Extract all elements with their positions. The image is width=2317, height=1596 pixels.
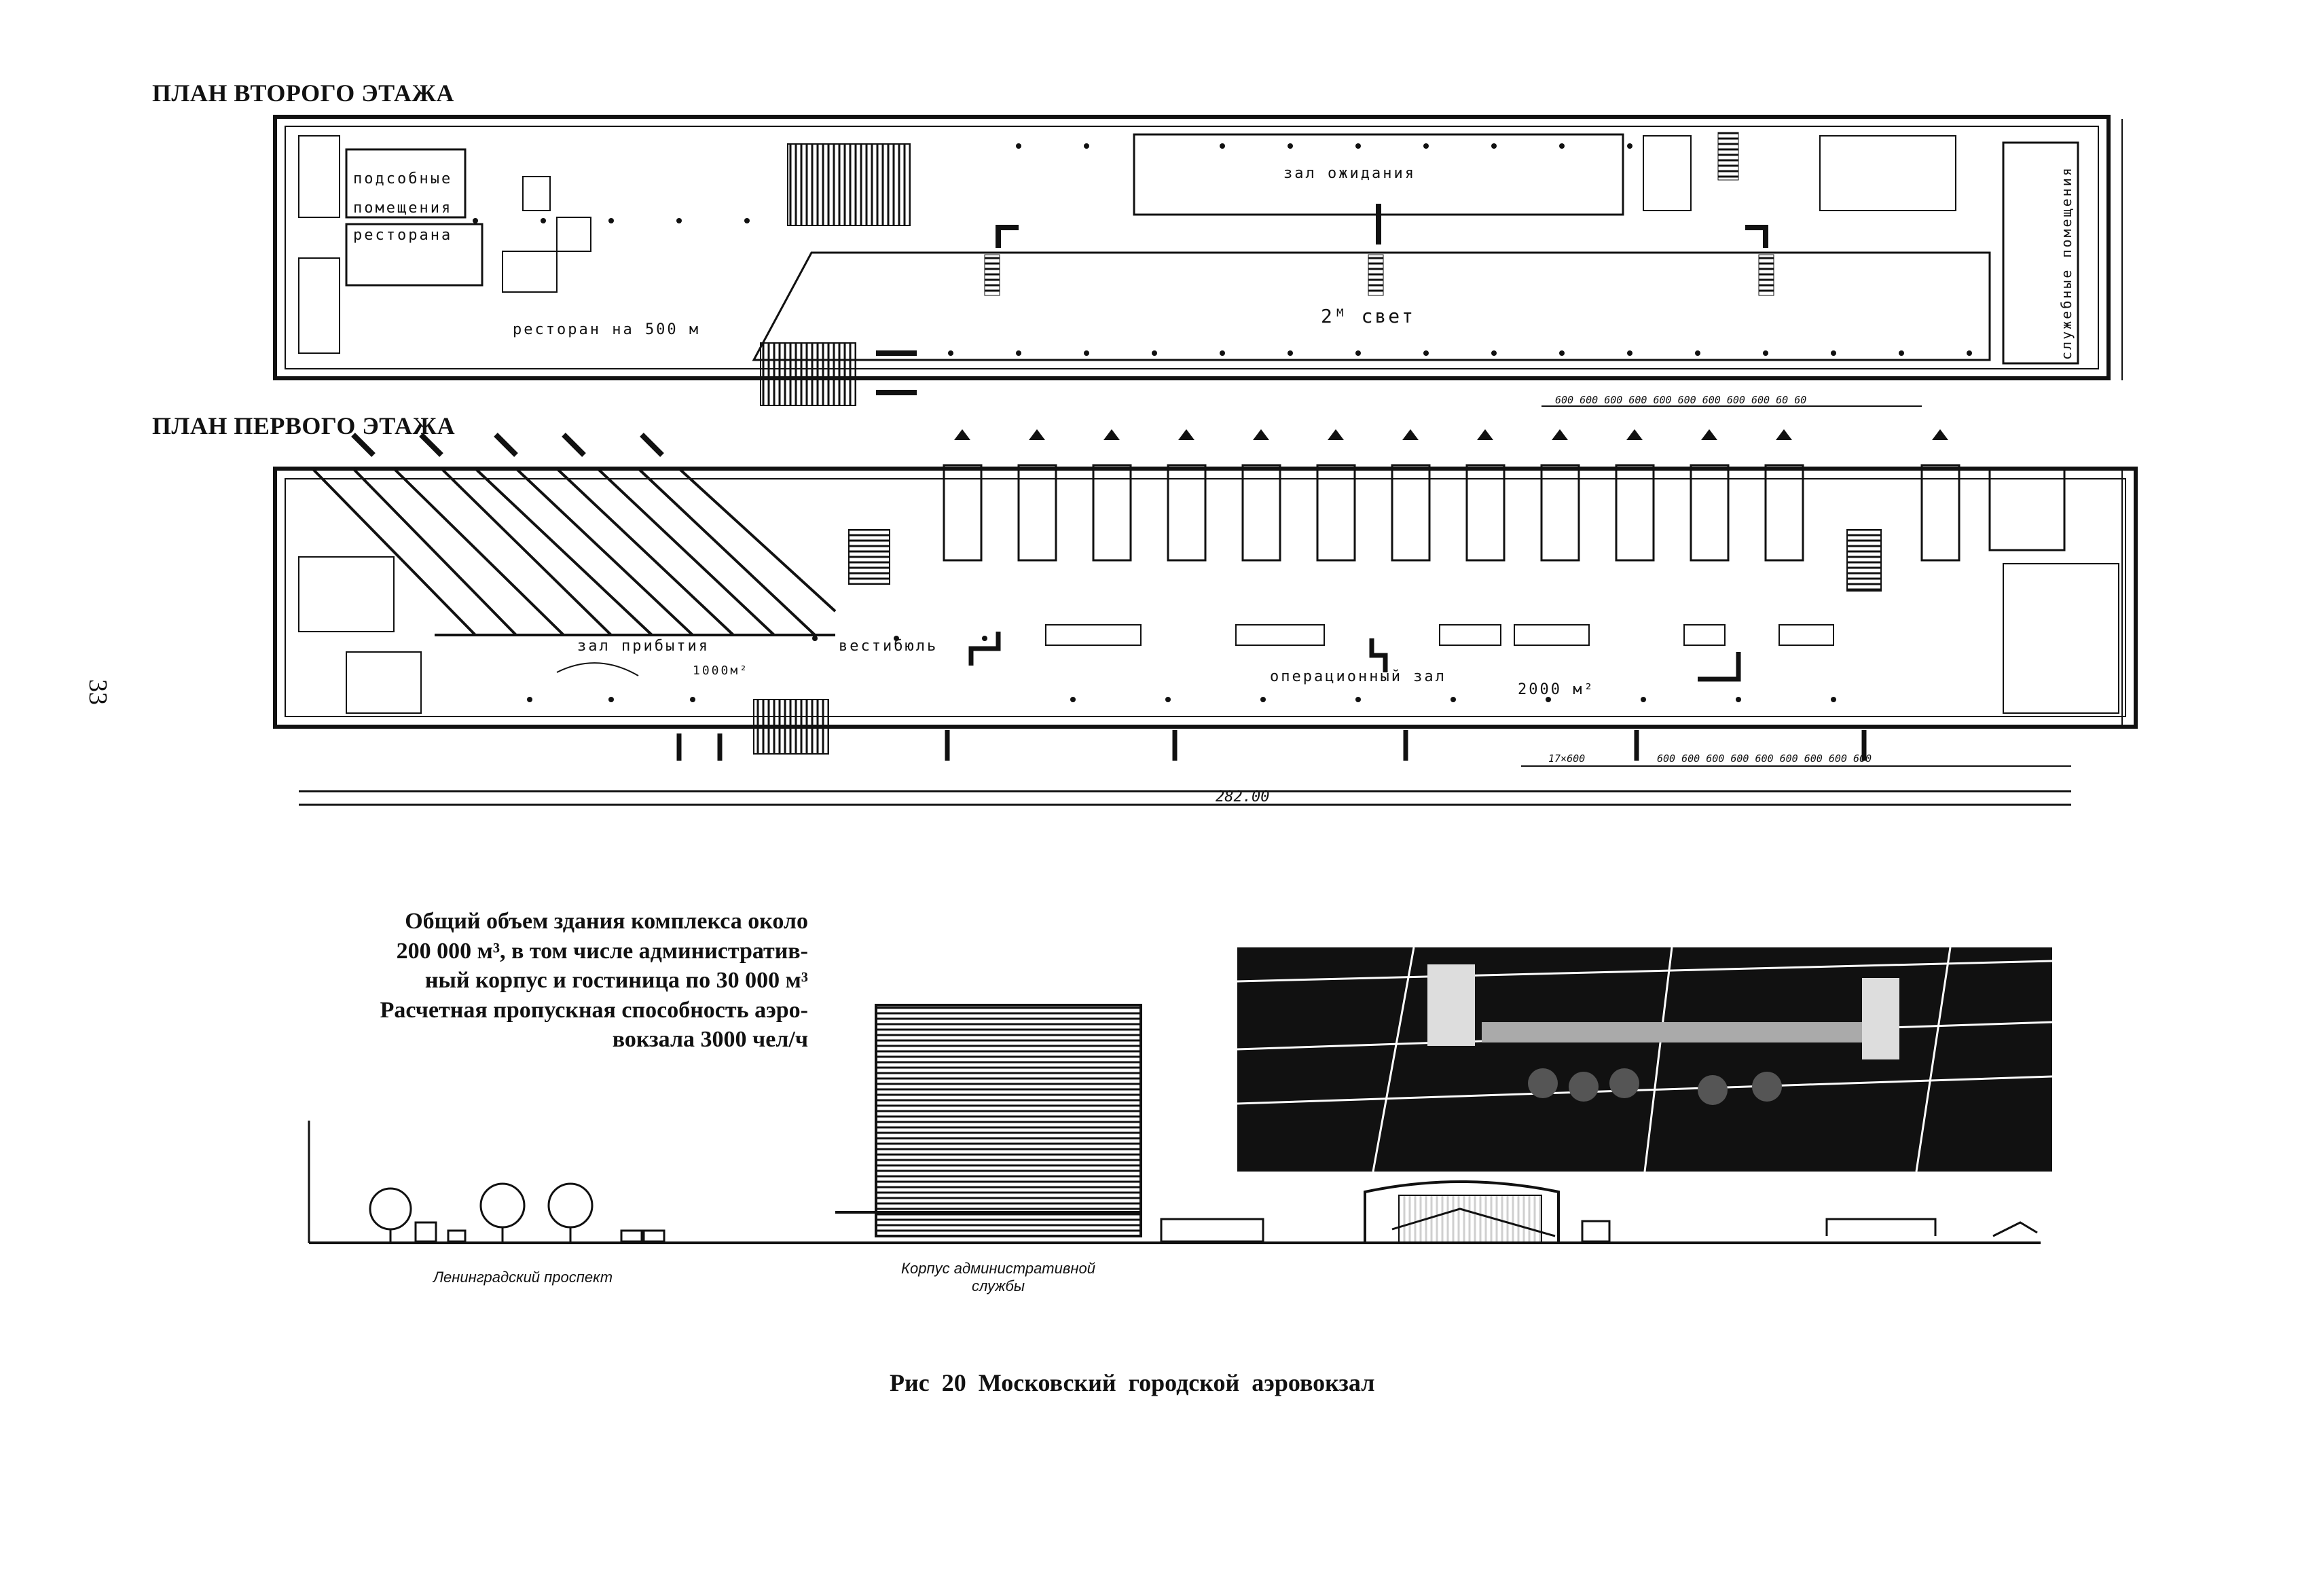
second-floor-heading: ПЛАН ВТОРОГО ЭТАЖА — [152, 79, 454, 107]
service-rooms-label-1: подсобные — [353, 170, 452, 187]
second-floor-plan — [273, 115, 2111, 406]
admin-building-label: Корпус административной службы — [856, 1260, 1141, 1295]
restaurant-500-label: ресторан на 500 м — [513, 321, 700, 338]
summary-line-2: 200 000 м³, в том числе административ- — [396, 938, 808, 964]
aerial-photo — [1237, 947, 2052, 1172]
service-rooms-label-2: помещения — [353, 200, 452, 217]
summary-line-5: вокзала 3000 чел/ч — [612, 1027, 808, 1053]
operations-hall-label: операционный зал — [1270, 668, 1446, 685]
first-floor-plan — [273, 429, 2138, 761]
dimension-bottom-left: 17×600 — [1548, 752, 1585, 765]
summary-text: Общий объем здания комплекса около 200 0… — [319, 907, 808, 1055]
first-floor-heading: ПЛАН ПЕРВОГО ЭТАЖА — [152, 412, 456, 439]
dimension-bottom-right: 600 600 600 600 600 600 600 600 600 — [1657, 752, 1872, 765]
site-section — [308, 1004, 2041, 1244]
figure-caption: Рис 20 Московский городской аэровокзал — [890, 1369, 1375, 1396]
admin-building-label-2: службы — [971, 1277, 1025, 1294]
staff-rooms-label: служебные помещения — [2058, 166, 2075, 360]
vestibule-label: вестибюль — [839, 638, 938, 655]
arrival-hall-label: зал прибытия — [577, 638, 710, 655]
waiting-hall-label: зал ожидания — [1283, 165, 1416, 182]
area-1000-label: 1000м² — [693, 664, 749, 678]
restaurant-room-label: ресторана — [353, 227, 452, 244]
summary-line-4: Расчетная пропускная способность аэро- — [380, 997, 808, 1023]
summary-line-1: Общий объем здания комплекса около — [405, 909, 808, 934]
area-2000-label: 2000 м² — [1518, 681, 1595, 698]
prospect-label: Ленинградский проспект — [433, 1269, 613, 1286]
admin-building-label-1: Корпус административной — [901, 1260, 1095, 1277]
second-light-label: 2ᴹ свет — [1321, 305, 1415, 327]
dimension-total-length: 282.00 — [1216, 788, 1269, 805]
summary-line-3: ный корпус и гостиница по 30 000 м³ — [424, 968, 808, 994]
dimension-top-row: 600 600 600 600 600 600 600 600 600 60 6… — [1555, 394, 1806, 406]
